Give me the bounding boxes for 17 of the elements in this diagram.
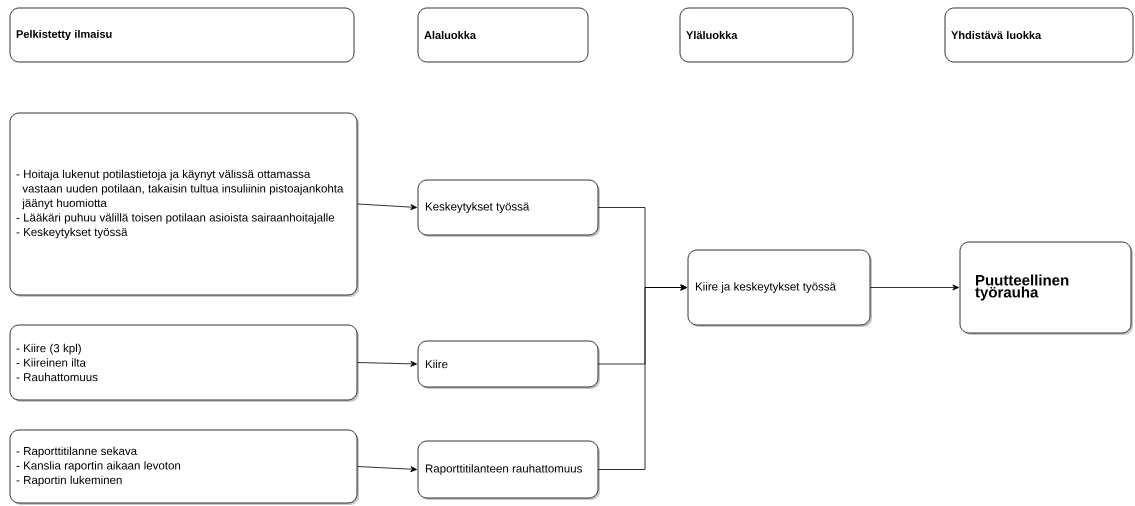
result-box: Puutteellinen työrauha xyxy=(959,241,1133,335)
expression-box: - Kiire (3 kpl) - Kiireinen ilta - Rauhattomuus xyxy=(9,324,359,402)
arrow xyxy=(870,284,959,291)
category-box: Raporttitilanteen rauhattomuus xyxy=(417,440,600,500)
arrow xyxy=(357,203,417,211)
category-box: Keskeytykset työssä xyxy=(417,179,600,237)
column-header: Yläluokka xyxy=(679,7,854,63)
category-box: Kiire xyxy=(417,340,600,389)
arrow xyxy=(357,466,417,473)
arrow xyxy=(598,284,687,470)
arrow xyxy=(357,360,417,367)
column-header: Alaluokka xyxy=(417,7,589,63)
column-header: Yhdistävä luokka xyxy=(944,7,1134,63)
column-header: Pelkistetty ilmaisu xyxy=(9,7,355,63)
expression-box: - Raporttitilanne sekava - Kanslia raportin aikaan levoton - Raportin lukeminen xyxy=(9,429,359,505)
category-box: Kiire ja keskeytykset työssä xyxy=(687,249,872,327)
expression-box: - Hoitaja lukenut potilastietoja ja käynyt välissä ottamassa vastaan uuden potilaan, takaisin tultua insuliinin pistoajankohta jäänyt huomiotta - Lääkäri puhuu välillä toisen potilaan asioista sairaanhoitajalle - Keskeytykset työssä xyxy=(9,112,359,297)
